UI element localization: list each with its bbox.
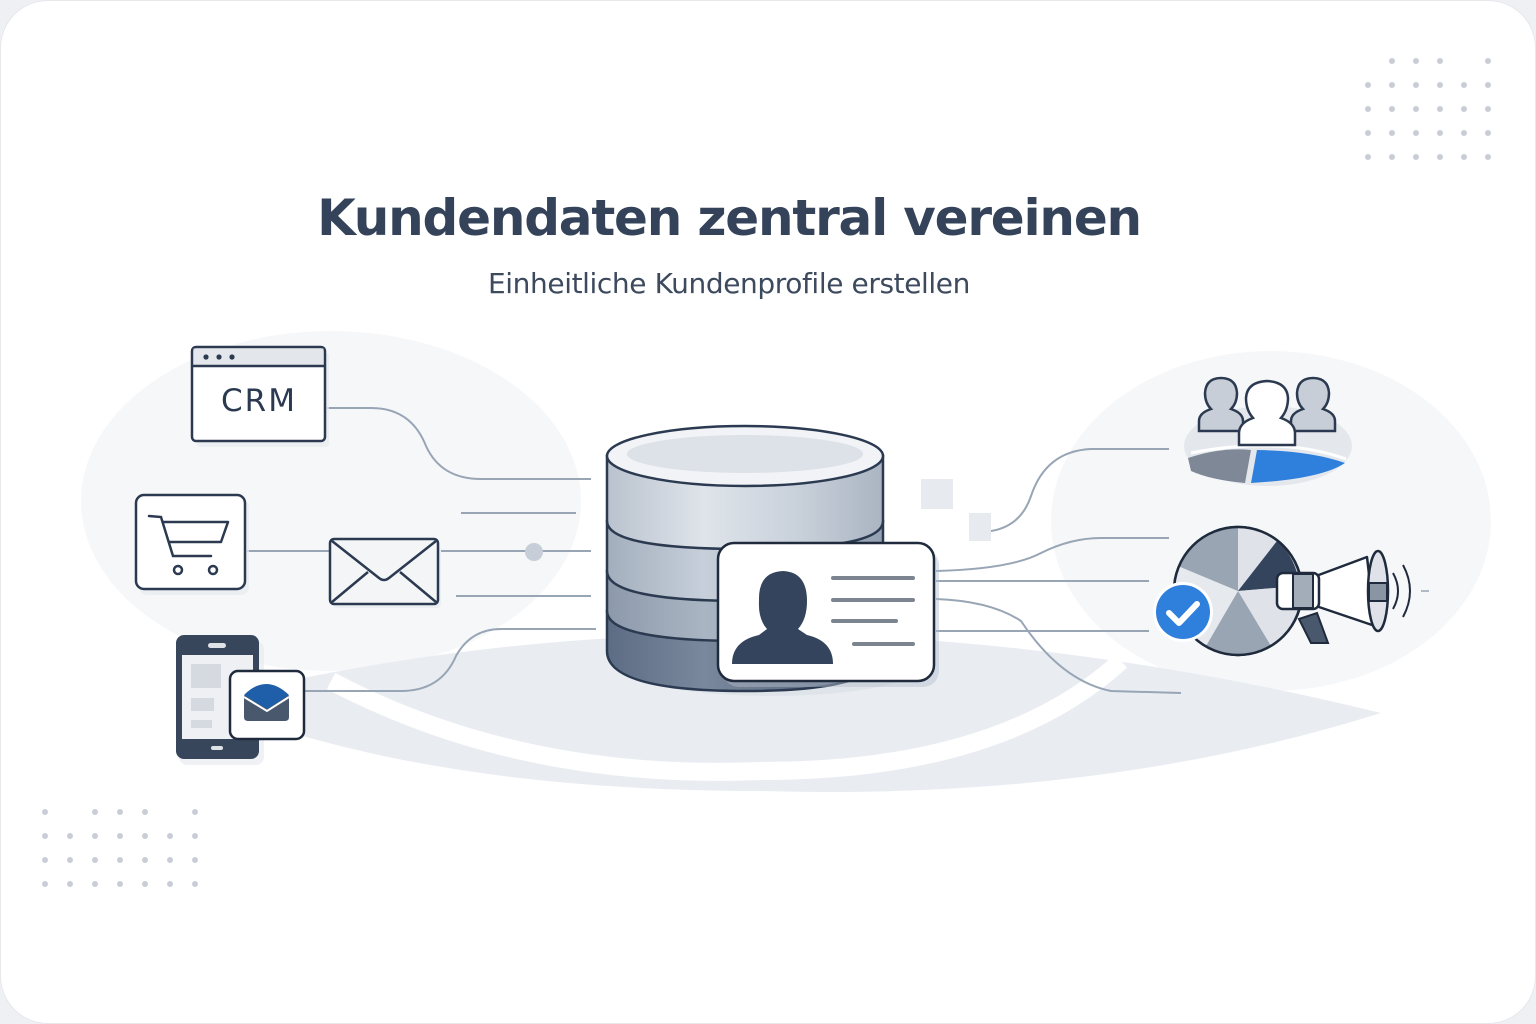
crm-window-icon xyxy=(190,345,329,447)
floating-data-block xyxy=(969,513,991,541)
shopping-cart-icon xyxy=(134,493,249,595)
decorative-dot-grid-top-right xyxy=(1365,58,1491,160)
floating-data-block xyxy=(921,479,953,509)
flow-node-dot xyxy=(525,543,543,561)
mobile-app-mail-icon xyxy=(176,635,306,765)
crm-label: CRM xyxy=(221,383,297,419)
customer-segments-icon xyxy=(1184,376,1352,486)
page-title: Kundendaten zentral vereinen xyxy=(317,189,1142,247)
decorative-dot-grid-bottom-left xyxy=(42,809,198,887)
source-connection-lines xyxy=(247,407,596,692)
check-badge-icon xyxy=(1156,585,1210,639)
customer-profile-card-icon xyxy=(716,541,939,687)
output-connection-lines xyxy=(935,448,1182,694)
page-subtitle: Einheitliche Kundenprofile erstellen xyxy=(488,267,970,300)
envelope-icon xyxy=(328,537,441,608)
campaign-megaphone-chart-icon xyxy=(1153,525,1429,657)
